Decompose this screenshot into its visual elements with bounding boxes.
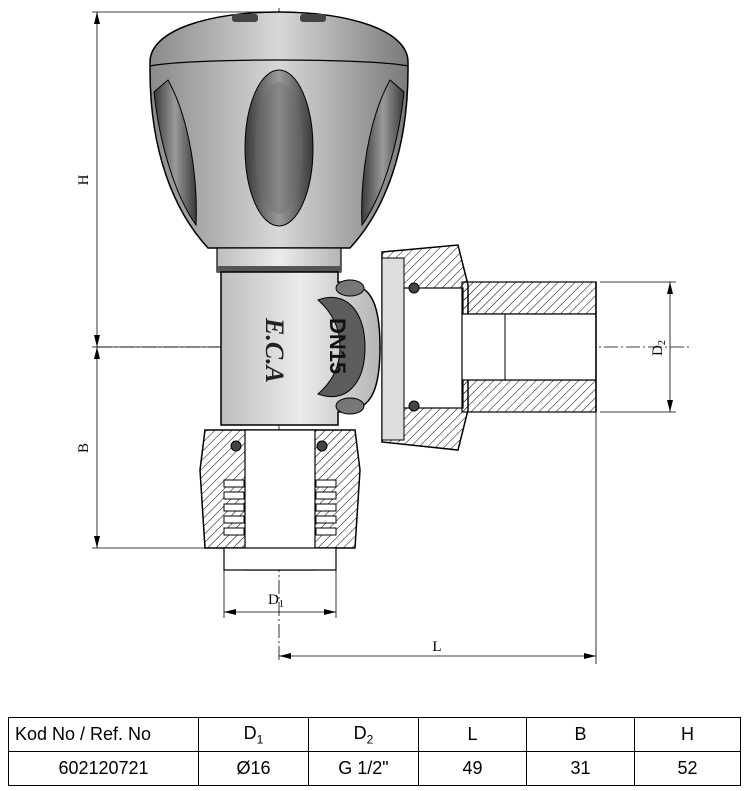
cell-d2: G 1/2" [308, 751, 419, 786]
header-cell-ref: Kod No / Ref. No [8, 717, 199, 752]
cell-b: 31 [526, 751, 635, 786]
dimension-label-d2-sub: 2 [657, 340, 668, 345]
dimension-label-d2-letter: D [650, 345, 666, 356]
dimension-arrows [94, 12, 673, 659]
valve-handle [149, 11, 409, 273]
dimension-label-d1: D1 [268, 592, 284, 610]
cell-d1: Ø16 [198, 751, 309, 786]
tailpiece-section [461, 281, 597, 413]
valve-body: E.C.A DN15 [220, 271, 381, 426]
dimension-label-h: H [76, 174, 92, 185]
header-cell-d2: D2 [308, 717, 419, 752]
cell-l: 49 [418, 751, 527, 786]
valve-technical-drawing: E.C.A DN15 [76, 8, 690, 664]
header-cell-d1: D1 [198, 717, 309, 752]
header-cell-b: B [526, 717, 635, 752]
brand-logo: E.C.A [260, 317, 289, 383]
dimension-label-d1-sub: 1 [279, 599, 284, 610]
cell-h: 52 [634, 751, 741, 786]
dimension-label-b: B [76, 443, 92, 453]
header-cell-l: L [418, 717, 527, 752]
spec-table: Kod No / Ref. No D1 D2 L B H 602120721 Ø… [8, 717, 741, 786]
dimension-lines [92, 11, 676, 664]
table-row: 602120721 Ø16 G 1/2" 49 31 52 [8, 751, 741, 786]
dimension-label-l: L [432, 639, 441, 655]
union-nut-section [381, 244, 469, 451]
body-marking-dn15: DN15 [325, 318, 350, 374]
dimension-label-d1-letter: D [268, 592, 279, 608]
header-cell-h: H [634, 717, 741, 752]
spec-table-header-row: Kod No / Ref. No D1 D2 L B H [8, 717, 741, 752]
cell-ref-no: 602120721 [8, 751, 199, 786]
compression-fitting-section [199, 429, 361, 571]
dimension-label-d2: D2 [650, 340, 668, 356]
